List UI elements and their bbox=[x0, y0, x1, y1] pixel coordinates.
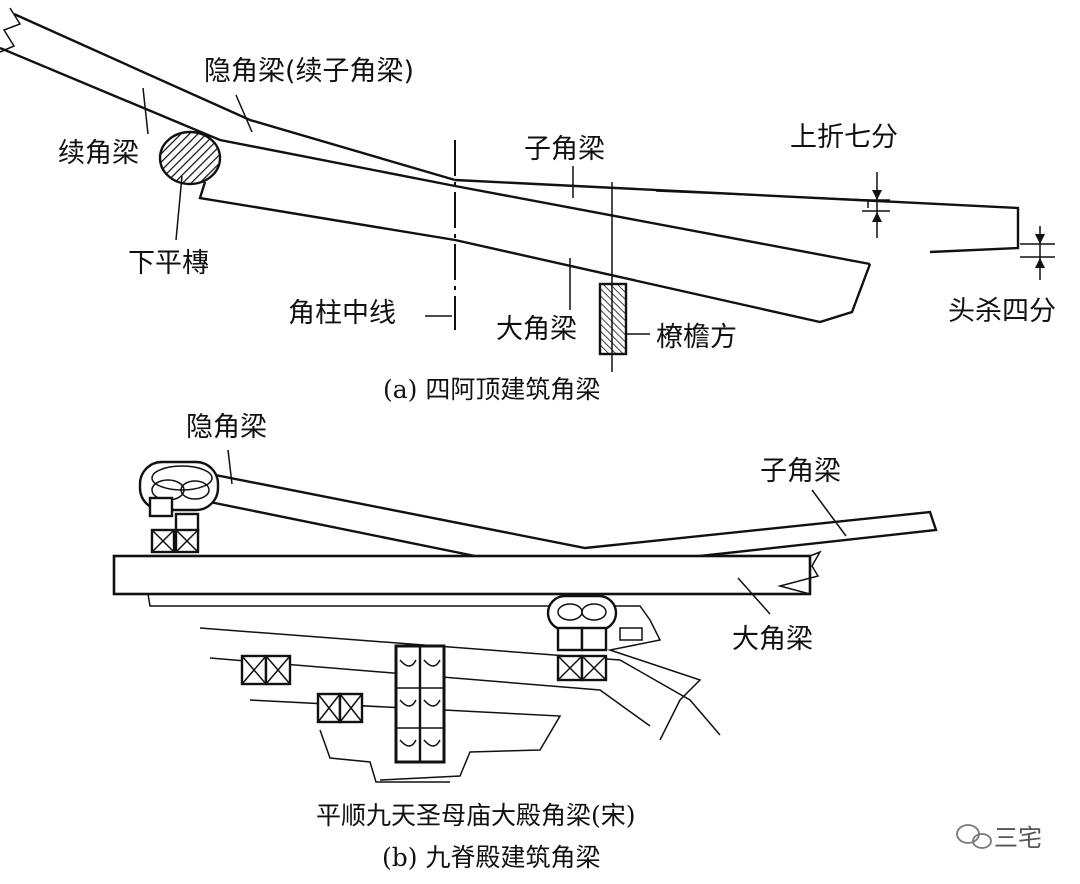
bracket-blocks-left bbox=[148, 496, 200, 554]
head-cut-dimension bbox=[1020, 226, 1055, 280]
diagram-b: 隐角梁 子角梁 大角梁 平顺九天圣母庙大殿角梁(宋) (b) 九脊殿建筑角梁 bbox=[112, 412, 938, 872]
column-block-b bbox=[394, 644, 446, 764]
watermark-text: 三宅 bbox=[994, 824, 1042, 852]
lower-structure-outline bbox=[147, 593, 702, 741]
lower-structure-line-3 bbox=[249, 699, 562, 781]
leader-main-beam-b bbox=[737, 577, 771, 615]
label-sub-corner-beam-b: 子角梁 bbox=[760, 456, 841, 487]
bracket-blocks-lower-left bbox=[240, 654, 364, 724]
label-column-centerline: 角柱中线 bbox=[288, 298, 396, 329]
label-upfold: 上折七分 bbox=[790, 122, 898, 153]
label-continued-corner-beam: 续角梁 bbox=[58, 138, 139, 169]
main-corner-beam-top bbox=[199, 197, 456, 241]
beam-end-detail bbox=[777, 550, 822, 595]
hidden-beam-top-edge bbox=[13, 12, 456, 182]
main-corner-beam-outline bbox=[198, 181, 872, 324]
leader-hidden-beam-b bbox=[227, 449, 233, 485]
caption-b: (b) 九脊殿建筑角梁 bbox=[382, 843, 600, 872]
sub-corner-beam-lower bbox=[454, 184, 871, 266]
diagram-a: 隐角梁(续子角梁) 续角梁 子角梁 上折七分 下平槫 角柱中线 大角梁 橑檐方 … bbox=[0, 7, 1056, 404]
label-eave-beam: 橑檐方 bbox=[656, 322, 737, 353]
hidden-beam-b-outline bbox=[199, 470, 938, 558]
label-sub-corner-beam: 子角梁 bbox=[524, 134, 605, 165]
label-main-corner-beam-b: 大角梁 bbox=[732, 624, 813, 655]
label-hidden-corner-beam: 隐角梁(续子角梁) bbox=[204, 56, 414, 87]
leader-lower-purlin bbox=[175, 175, 183, 241]
main-corner-beam-b bbox=[112, 554, 812, 596]
label-hidden-corner-beam-b: 隐角梁 bbox=[186, 412, 267, 443]
label-main-corner-beam: 大角梁 bbox=[496, 314, 577, 345]
caption-a: (a) 四阿顶建筑角梁 bbox=[383, 375, 600, 404]
hidden-beam-bottom-edge bbox=[0, 46, 456, 188]
label-head-cut: 头杀四分 bbox=[948, 296, 1056, 327]
subtitle-b: 平顺九天圣母庙大殿角梁(宋) bbox=[316, 801, 636, 830]
sub-corner-beam-outline bbox=[454, 178, 1020, 254]
leader-hidden-beam bbox=[235, 94, 253, 133]
wechat-icon bbox=[956, 824, 992, 849]
hidden-beam-b-lower bbox=[199, 498, 476, 558]
watermark: 三宅 bbox=[956, 824, 1042, 852]
break-mark bbox=[0, 7, 22, 53]
leader-continued-beam bbox=[142, 87, 149, 135]
bracket-blocks-mid bbox=[556, 626, 643, 682]
base-outline bbox=[319, 729, 450, 783]
leader-sub-beam-b bbox=[811, 489, 847, 537]
eave-beam-section bbox=[598, 282, 628, 356]
upfold-dimension bbox=[862, 172, 890, 238]
lower-structure-line bbox=[199, 627, 721, 736]
label-lower-purlin: 下平槫 bbox=[128, 248, 209, 279]
lower-structure-line-2 bbox=[209, 657, 651, 727]
lower-purlin-section bbox=[158, 130, 222, 186]
purlin-mid-b bbox=[546, 594, 618, 632]
